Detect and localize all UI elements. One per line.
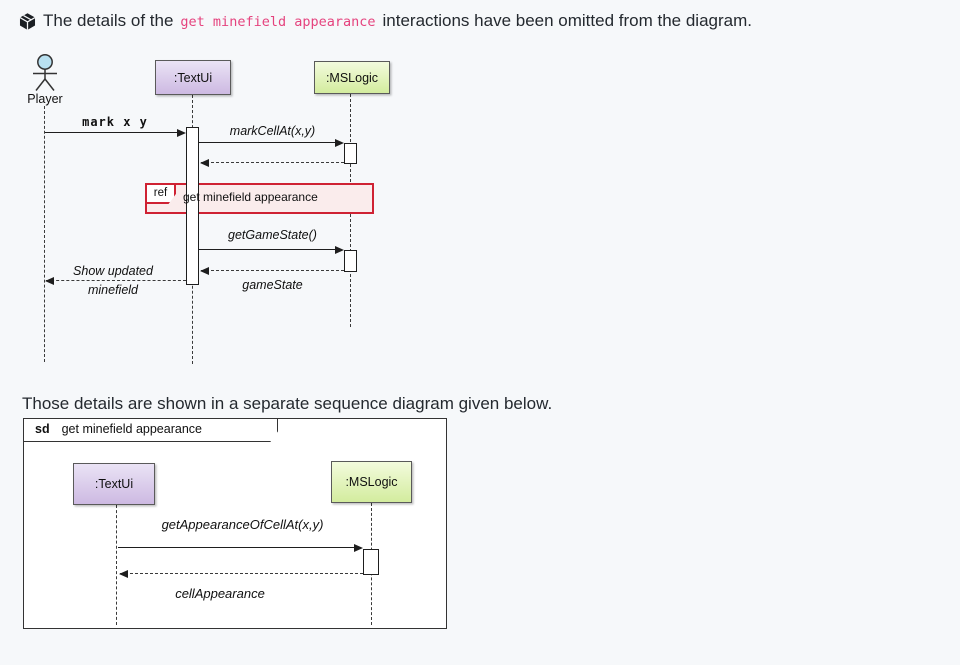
arrowhead-right-mark bbox=[177, 129, 186, 137]
arrowhead-right-getgamestate bbox=[335, 246, 344, 254]
between-paragraph: Those details are shown in a separate se… bbox=[22, 394, 553, 413]
message-label-gamestate: gameState bbox=[242, 278, 303, 292]
cube-package-icon bbox=[18, 12, 37, 36]
note-text-before: The details of the bbox=[43, 11, 174, 30]
arrowhead-left-cellappearance bbox=[119, 570, 128, 578]
message-label-cellappearance: cellAppearance bbox=[175, 586, 265, 601]
return-line-cellappearance bbox=[120, 573, 363, 574]
textui-activation bbox=[186, 127, 199, 285]
arrowhead-right-getappearance bbox=[354, 544, 363, 552]
note-paragraph: The details of the get minefield appearan… bbox=[18, 9, 752, 36]
ref-frame-tag: ref bbox=[145, 183, 176, 204]
return-line-markcellat bbox=[201, 162, 344, 163]
message-line-mark bbox=[45, 132, 179, 133]
textui-object-box-2: :TextUi bbox=[73, 463, 155, 505]
message-label-markcellat: markCellAt(x,y) bbox=[229, 124, 316, 138]
textui-label-1: :TextUi bbox=[173, 70, 213, 85]
textui-lifeline-2 bbox=[116, 505, 117, 625]
ref-frame-label: get minefield appearance bbox=[183, 190, 318, 204]
message-label-mark: mark x y bbox=[82, 115, 148, 129]
mslogic-label-1: :MSLogic bbox=[325, 70, 379, 85]
arrowhead-left-show-updated bbox=[45, 277, 54, 285]
mslogic-label-2: :MSLogic bbox=[345, 475, 398, 489]
note-code-span: get minefield appearance bbox=[180, 14, 376, 30]
mslogic-object-box-1: :MSLogic bbox=[314, 61, 390, 94]
arrowhead-left-markcellat-return bbox=[200, 159, 209, 167]
arrowhead-right-markcellat bbox=[335, 139, 344, 147]
note-text: The details of the get minefield appearan… bbox=[43, 9, 752, 34]
message-label-minefield: minefield bbox=[87, 283, 139, 297]
message-label-show-updated: Show updated bbox=[73, 264, 153, 278]
actor-icon bbox=[27, 53, 63, 99]
sd-tag-label: sd bbox=[35, 422, 50, 436]
mslogic-activation-2 bbox=[344, 250, 357, 272]
sd-frame-tag: sd get minefield appearance bbox=[23, 418, 278, 442]
message-label-getappearance: getAppearanceOfCellAt(x,y) bbox=[161, 517, 324, 532]
sd-frame-label: get minefield appearance bbox=[61, 422, 202, 436]
note-text-after: interactions have been omitted from the … bbox=[382, 11, 752, 30]
return-line-gamestate bbox=[201, 270, 344, 271]
actor-label: Player bbox=[27, 92, 63, 106]
player-lifeline bbox=[44, 106, 45, 362]
textui-label-2: :TextUi bbox=[94, 477, 134, 491]
message-label-getgamestate: getGameState() bbox=[228, 228, 317, 242]
message-line-markcellat bbox=[199, 142, 337, 143]
textui-object-box-1: :TextUi bbox=[155, 60, 231, 95]
message-line-getappearance bbox=[118, 547, 357, 548]
mslogic-activation-3 bbox=[363, 549, 379, 575]
message-line-getgamestate bbox=[199, 249, 337, 250]
mslogic-object-box-2: :MSLogic bbox=[331, 461, 412, 503]
arrowhead-left-gamestate bbox=[200, 267, 209, 275]
return-line-show-updated bbox=[46, 280, 186, 281]
ref-tag-label: ref bbox=[153, 186, 168, 199]
mslogic-activation-1 bbox=[344, 143, 357, 164]
